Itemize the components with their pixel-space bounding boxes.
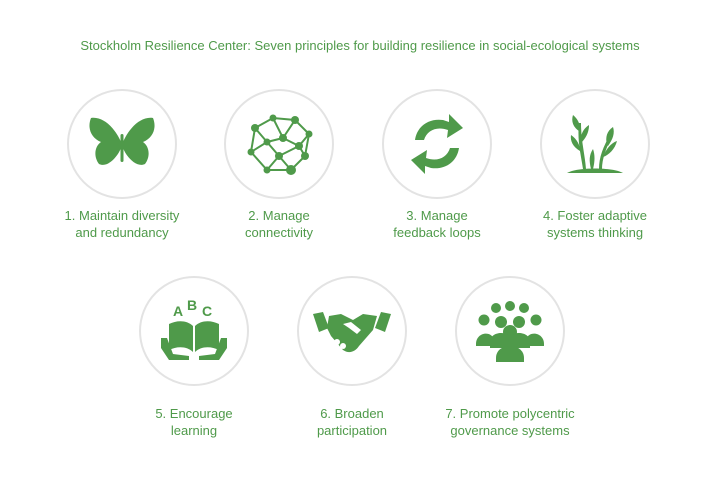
principle-6-label: 6. Broaden participation (267, 405, 437, 439)
principle-5-line1: 5. Encourage (155, 406, 233, 421)
book-abc-icon: A B C (161, 298, 227, 360)
principle-7-label: 7. Promote polycentric governance system… (425, 405, 595, 439)
principle-2-line1: 2. Manage (248, 208, 310, 223)
principle-4-line2: systems thinking (546, 225, 644, 240)
principle-4-circle (540, 89, 650, 199)
principle-4-label: 4. Foster adaptive systems thinking (510, 207, 680, 241)
principle-7-line1: 7. Promote polycentric (445, 406, 575, 421)
people-group-icon (476, 301, 544, 362)
network-icon (247, 114, 313, 175)
principle-6-line1: 6. Broaden (320, 406, 384, 421)
principle-3-line2: feedback loops (393, 225, 481, 240)
principle-1-label: 1. Maintain diversity and redundancy (37, 207, 207, 241)
principle-5-line2: learning (170, 423, 218, 438)
principle-2-line2: connectivity (245, 225, 313, 240)
principle-7-line2: governance systems (450, 423, 570, 438)
principle-3-label: 3. Manage feedback loops (352, 207, 522, 241)
principle-5-label: 5. Encourage learning (109, 405, 279, 439)
principle-3-circle (382, 89, 492, 199)
svg-text:A: A (173, 303, 183, 319)
principle-2-circle (224, 89, 334, 199)
plants-icon (567, 115, 623, 173)
handshake-icon (313, 312, 391, 353)
principle-6-line2: participation (316, 423, 388, 438)
butterfly-icon (89, 117, 155, 165)
principle-3-line1: 3. Manage (406, 208, 468, 223)
principle-1-circle (67, 89, 177, 199)
diagram-title: Stockholm Resilience Center: Seven princ… (80, 38, 640, 53)
svg-text:C: C (202, 303, 212, 319)
principle-1-line2: and redundancy (75, 225, 169, 240)
svg-text:B: B (187, 298, 197, 313)
principle-7-circle (455, 276, 565, 386)
principle-6-circle (297, 276, 407, 386)
cycle-arrows-icon (411, 114, 463, 174)
principle-1-line1: 1. Maintain diversity (64, 208, 180, 223)
principle-2-label: 2. Manage connectivity (194, 207, 364, 241)
principle-5-circle: A B C (139, 276, 249, 386)
principle-4-line1: 4. Foster adaptive (542, 208, 648, 223)
